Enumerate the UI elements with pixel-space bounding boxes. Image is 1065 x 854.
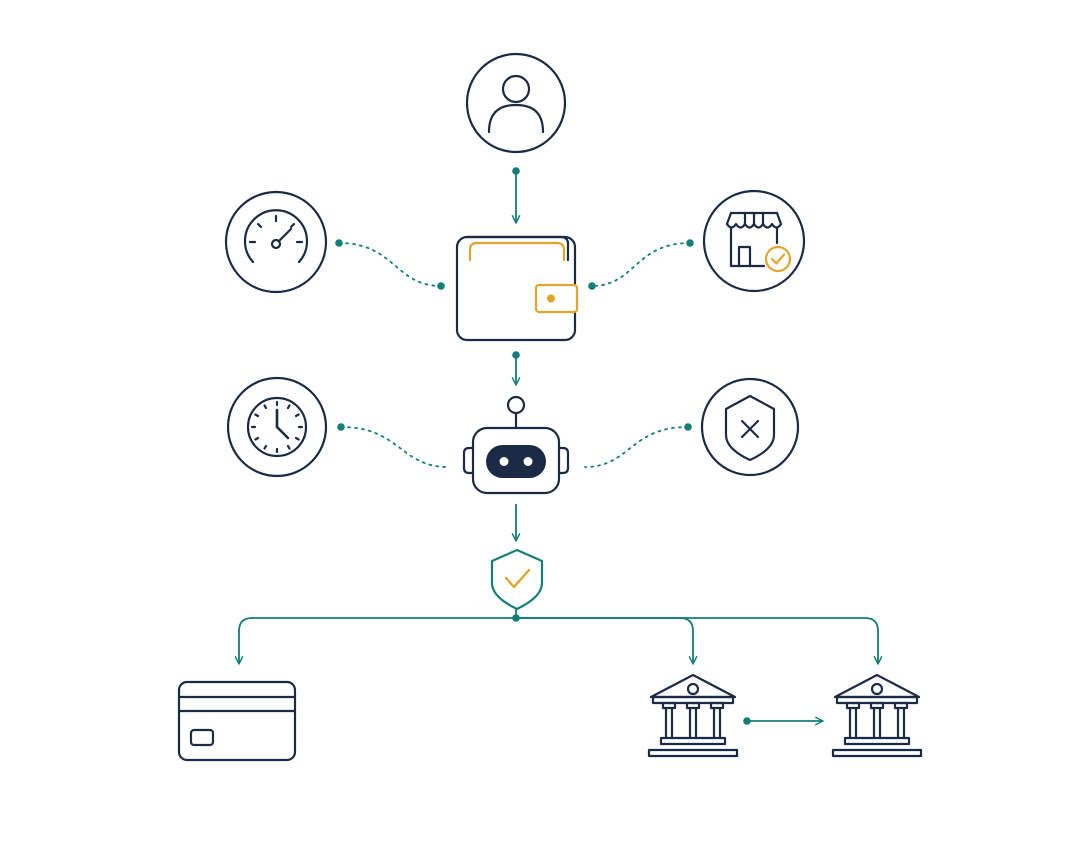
edge-bank-to-bank: [743, 716, 824, 726]
shield-check-icon: [490, 548, 544, 611]
node-clock: [226, 376, 328, 478]
shield-x-icon: [724, 394, 776, 462]
connectors: [234, 167, 883, 726]
node-speedometer-ring: [224, 190, 328, 294]
clock-icon: [246, 396, 308, 458]
wallet-icon: [455, 235, 579, 342]
node-user-ring: [465, 52, 567, 154]
node-wallet: [455, 235, 579, 342]
user-icon: [487, 74, 545, 134]
node-approved: [490, 548, 544, 611]
node-user: [465, 52, 567, 154]
edge-user-to-wallet: [511, 167, 521, 224]
edge-speedometer-to-wallet: [335, 239, 445, 290]
node-ai-agent: [462, 395, 570, 495]
check-badge-icon: [764, 245, 792, 273]
edge-wallet-to-robot: [511, 351, 521, 386]
node-bank-b: [831, 673, 923, 758]
node-blocked-ring: [700, 377, 800, 477]
node-bank-a: [647, 673, 739, 758]
speedometer-icon: [243, 209, 309, 264]
edge-merchant-to-wallet: [588, 239, 694, 290]
edge-approved-branches: [234, 608, 883, 665]
node-blocked: [700, 377, 800, 477]
node-speedometer: [224, 190, 328, 294]
verified-store-icon: [725, 211, 783, 268]
node-merchant-ring: [702, 189, 806, 293]
bank-icon: [647, 673, 739, 758]
edge-blocked-to-robot: [584, 423, 692, 468]
robot-icon: [462, 395, 570, 495]
node-card: [177, 680, 297, 762]
wallet-clasp: [534, 283, 579, 314]
edge-clock-to-robot: [337, 423, 449, 468]
node-clock-ring: [226, 376, 328, 478]
credit-card-icon: [177, 680, 297, 762]
robot-visor: [486, 445, 546, 478]
bank-icon: [831, 673, 923, 758]
node-merchant: [702, 189, 806, 293]
